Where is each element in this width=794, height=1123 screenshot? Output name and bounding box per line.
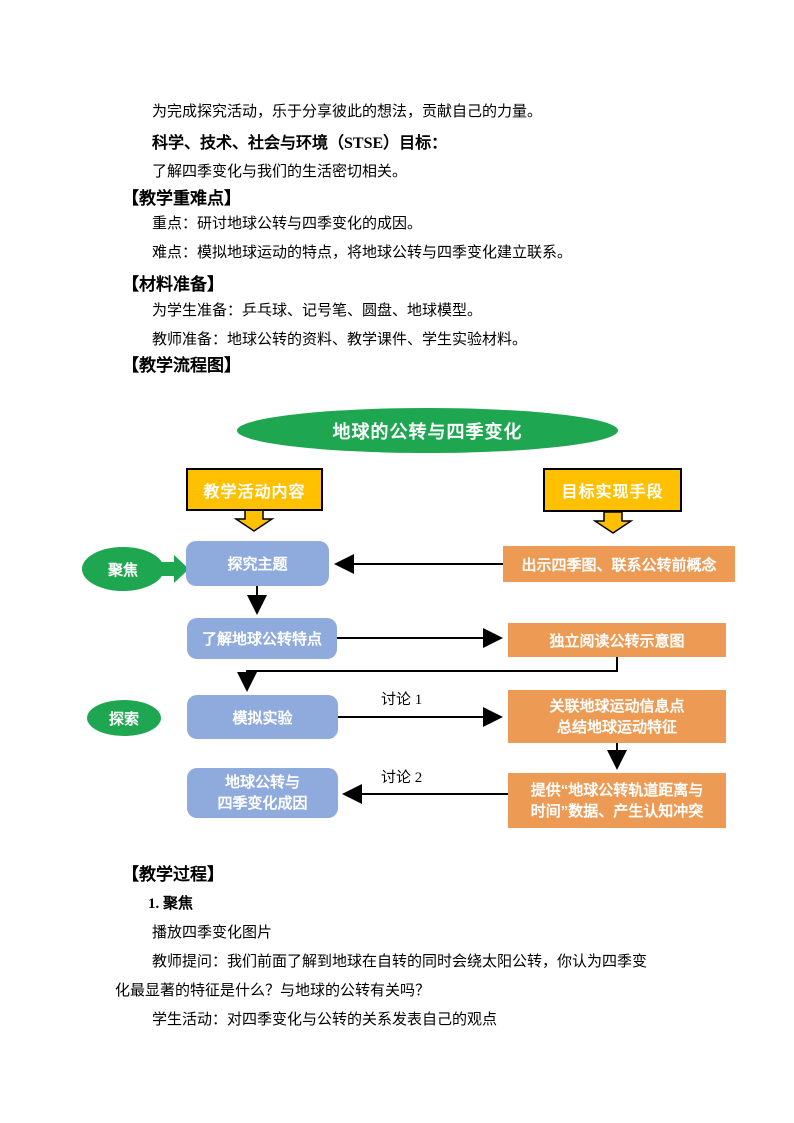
column-header-activities-label: 教学活动内容 [203,483,306,501]
node-method-link-info: 关联地球运动信息点 总结地球运动特征 [508,690,726,743]
elbow-reading-to-simulation [237,657,618,692]
process-line4: 学生活动：对四季变化与公转的关系发表自己的观点 [152,1012,498,1028]
stage-focus-label: 聚焦 [107,561,138,579]
node-cause-line2: 四季变化成因 [217,795,308,812]
stse-goal-heading: 科学、技术、社会与环境（STSE）目标： [152,135,448,152]
materials-students: 为学生准备：乒乓球、记号笔、圆盘、地球模型。 [152,303,483,319]
node-explore-theme-label: 探究主题 [227,556,288,573]
node-method-provide-data-line1: 提供“地球公转轨道距离与 [530,781,704,799]
materials-teacher: 教师准备：地球公转的资料、教学课件、学生实验材料。 [152,332,528,348]
flowchart-heading: 【教学流程图】 [122,356,241,375]
discussion-label-2: 讨论 2 [381,770,423,786]
node-explore-theme: 探究主题 [186,541,329,586]
key-points-heading: 【教学重难点】 [122,189,241,208]
intro-line: 为完成探究活动，乐于分享彼此的想法，贡献自己的力量。 [152,104,543,120]
node-cause-line1: 地球公转与 [224,774,300,791]
key-point-focus: 重点：研讨地球公转与四季变化的成因。 [152,216,423,232]
node-simulation-label: 模拟实验 [232,709,293,727]
gold-down-arrow-left [233,509,275,532]
process-heading: 【教学过程】 [122,865,224,884]
node-cause-of-seasons: 地球公转与 四季变化成因 [187,768,338,818]
node-method-link-info-line2: 总结地球运动特征 [556,718,677,736]
column-header-activities: 教学活动内容 [186,468,323,511]
node-method-link-info-line1: 关联地球运动信息点 [549,697,685,715]
process-line3: 化最显著的特征是什么？与地球的公转有关吗？ [115,983,431,999]
node-simulation: 模拟实验 [187,695,338,739]
node-method-provide-data: 提供“地球公转轨道距离与 时间”数据、产生认知冲突 [508,773,726,828]
process-line1: 播放四季变化图片 [152,925,273,941]
green-right-arrow [160,555,189,583]
node-method-read-diagram-label: 独立阅读公转示意图 [549,632,685,650]
key-point-difficulty: 难点：模拟地球运动的特点，将地球公转与四季变化建立联系。 [152,245,573,261]
process-line2: 教师提问：我们前面了解到地球在自转的同时会绕太阳公转，你认为四季变 [152,954,648,970]
process-step1: 1. 聚焦 [148,896,194,912]
column-header-methods-label: 目标实现手段 [561,484,664,501]
stage-focus-ellipse: 聚焦 [82,547,164,591]
column-header-methods: 目标实现手段 [543,468,682,512]
node-method-read-diagram: 独立阅读公转示意图 [508,623,726,657]
flow-title-text: 地球的公转与四季变化 [332,421,523,442]
stse-goal-body: 了解四季变化与我们的生活密切相关。 [152,164,408,180]
flow-title-ellipse: 地球的公转与四季变化 [237,408,618,453]
node-revolution-features-label: 了解地球公转特点 [201,631,322,648]
materials-heading: 【材料准备】 [122,275,224,294]
node-method-show-seasons-label: 出示四季图、联系公转前概念 [521,556,717,574]
stage-explore-ellipse: 探索 [87,700,161,736]
stage-explore-label: 探索 [108,710,139,728]
node-revolution-features: 了解地球公转特点 [187,618,337,659]
flowchart-connectors [160,509,634,804]
node-method-provide-data-line2: 时间”数据、产生认知冲突 [530,802,704,820]
teaching-flowchart: 地球的公转与四季变化 教学活动内容 目标实现手段 聚焦 探究主题 出示四季图、联… [0,400,794,840]
gold-down-arrow-right [592,511,634,534]
node-method-show-seasons: 出示四季图、联系公转前概念 [503,546,735,582]
discussion-label-1: 讨论 1 [381,692,423,708]
